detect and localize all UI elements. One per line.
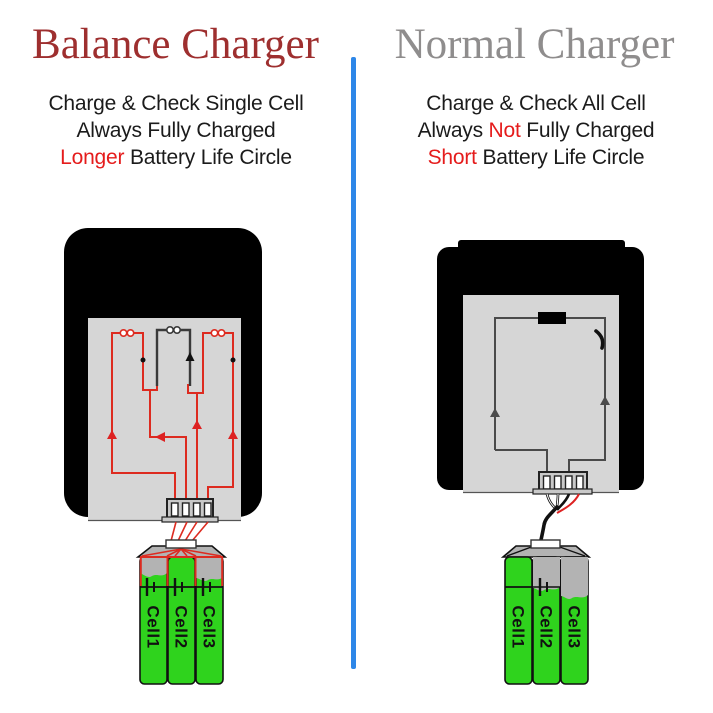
pack-connector-tab <box>165 539 197 549</box>
vertical-divider <box>351 57 356 669</box>
balance-line-2: Always Fully Charged <box>76 119 276 142</box>
balance-wire-2 <box>149 390 187 500</box>
normal-line-1: Charge & Check All Cell <box>426 92 646 115</box>
current-arrows <box>490 396 610 417</box>
battery-symbol-ticks <box>145 578 211 596</box>
balance-circuit <box>107 325 238 500</box>
fuse-icon <box>210 328 226 337</box>
normal-line-2-post: Fully Charged <box>520 119 655 142</box>
balance-line-3-highlight: Longer <box>60 146 125 169</box>
balance-cell-wires <box>141 548 222 557</box>
black-main-wire <box>539 505 559 542</box>
arrow-left-icon <box>155 432 165 442</box>
normal-cap-wires <box>506 545 586 557</box>
balance-output-connector <box>161 498 219 523</box>
balance-wire-4 <box>202 332 234 500</box>
connector-pin <box>192 502 201 517</box>
balance-wire-3b <box>197 390 204 394</box>
balance-charger-title: Balance Charger <box>32 21 319 68</box>
connector-pin <box>170 502 179 517</box>
arrow-up-icon <box>490 408 500 417</box>
connector-base <box>532 488 593 495</box>
normal-charger <box>437 240 644 542</box>
arrow-up-icon <box>192 420 202 429</box>
balance-wire-3 <box>187 384 198 500</box>
normal-circuit <box>490 312 610 472</box>
normal-description: Charge & Check All Cell Always Not Fully… <box>368 90 704 171</box>
current-arrows <box>107 420 238 442</box>
cell3-uncharged-area <box>196 557 223 581</box>
cell-label: Cell3 <box>565 605 584 648</box>
arrow-up-icon <box>600 396 610 405</box>
normal-line-3: Short Battery Life Circle <box>368 144 704 171</box>
balance-charger <box>64 228 262 542</box>
connector-pin <box>553 475 562 490</box>
balance-line-3-rest: Battery Life Circle <box>124 146 292 169</box>
normal-line-2-highlight: Not <box>488 119 521 142</box>
cell-label: Cell1 <box>509 605 528 648</box>
connector-pin <box>542 475 551 490</box>
normal-output-connector <box>532 471 593 495</box>
connector-pin <box>181 502 190 517</box>
pack-cap <box>500 545 592 558</box>
cell-label: Cell1 <box>144 605 163 648</box>
curved-arrow-icon <box>594 329 605 350</box>
red-lead-wire <box>556 493 580 514</box>
balance-lead-wires <box>170 521 209 542</box>
fuse-icon <box>166 325 182 334</box>
balance-line-1: Charge & Check Single Cell <box>48 92 304 115</box>
cell-label: Cell2 <box>172 605 191 648</box>
pack-connector-tab <box>530 539 561 549</box>
node-dots <box>140 352 236 363</box>
connector-pin <box>564 475 573 490</box>
balance-charger-panel <box>88 318 241 521</box>
normal-lead-wires <box>539 493 580 542</box>
arrow-up-icon <box>228 430 238 439</box>
fuse-icon <box>119 328 135 337</box>
balance-battery-pack: Cell1 Cell2 Cell3 <box>135 539 228 685</box>
balance-line-3: Longer Battery Life Circle <box>8 144 344 171</box>
cell3-uncharged-area <box>561 557 588 599</box>
normal-line-2: Always Not Fully Charged <box>368 117 704 144</box>
normal-wire-loop <box>494 317 606 472</box>
cell1-uncharged-area <box>140 557 167 577</box>
normal-line-3-highlight: Short <box>427 146 477 169</box>
normal-battery-pack: Cell1 Cell2 Cell3 <box>500 539 592 685</box>
arrow-up-icon <box>107 430 117 439</box>
resistor-icon <box>538 312 566 324</box>
normal-line-3-rest: Battery Life Circle <box>476 146 645 169</box>
battery-symbol-ticks <box>538 578 548 596</box>
balance-tap-outline <box>139 556 224 586</box>
normal-charger-title: Normal Charger <box>394 21 675 68</box>
arrow-up-icon <box>185 352 195 361</box>
normal-charger-panel <box>463 295 619 492</box>
balance-description: Charge & Check Single Cell Always Fully … <box>8 90 344 171</box>
cell-label: Cell3 <box>200 605 219 648</box>
connector-pin <box>575 475 584 490</box>
connector-base <box>161 516 219 523</box>
cell-label: Cell2 <box>537 605 556 648</box>
connector-pin <box>203 502 212 517</box>
normal-line-2-pre: Always <box>417 119 489 142</box>
normal-wire-drop <box>495 449 548 472</box>
battery-cell <box>504 556 533 685</box>
